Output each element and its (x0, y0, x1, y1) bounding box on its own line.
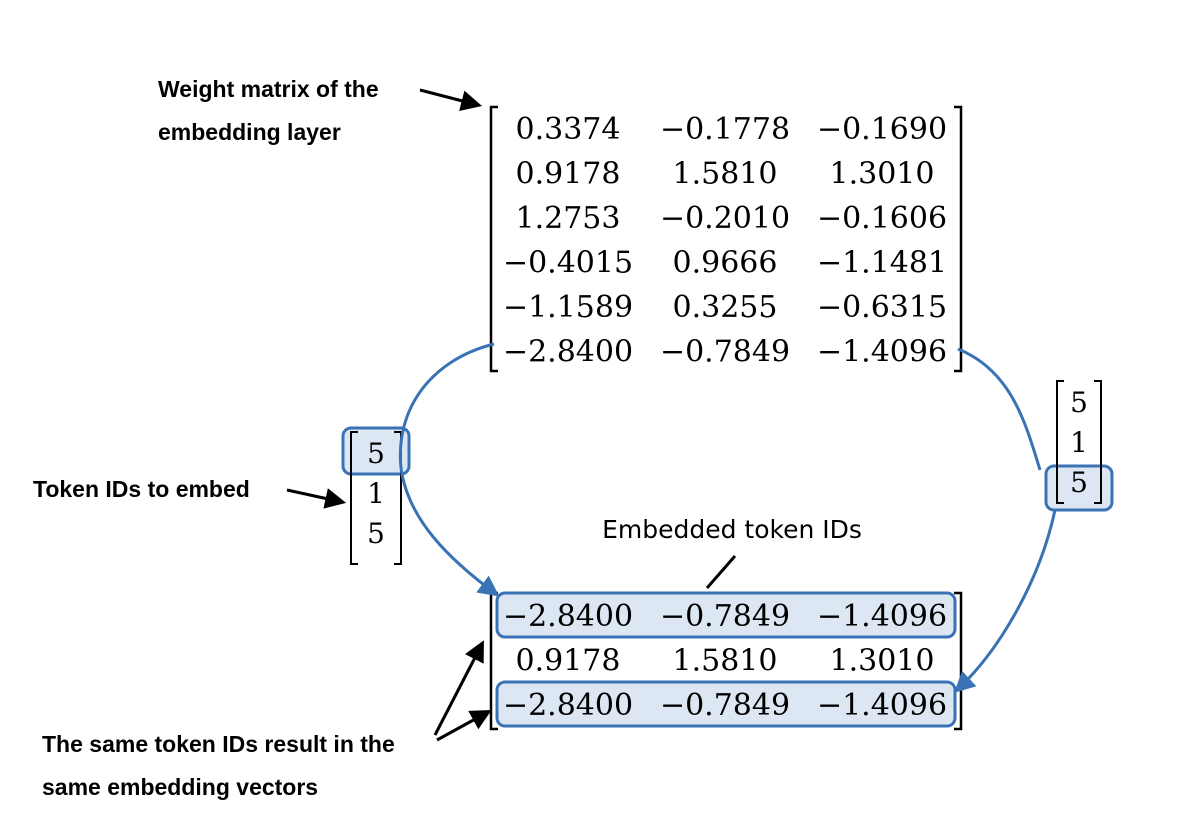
weight-matrix-cell: −1.4096 (817, 335, 947, 370)
same-vectors-pointer-arrow-up (433, 640, 484, 736)
right-token-vector-left-bracket (1056, 380, 1064, 504)
weight-matrix-left-bracket (489, 105, 498, 373)
right-token-id-vector: 5 1 5 (1070, 386, 1088, 499)
weight-matrix-cell: 0.3255 (673, 290, 778, 325)
token-vector-left-bracket (350, 431, 358, 565)
embedded-matrix-cell: −2.8400 (503, 688, 633, 723)
weight-matrix-cell: 0.3374 (516, 112, 621, 147)
embedded-matrix-cell: 0.9178 (516, 644, 621, 679)
weight-matrix-right-bracket (954, 105, 963, 373)
embedded-matrix-cell: −2.8400 (503, 599, 633, 634)
weight-matrix-cell: 1.5810 (673, 157, 778, 192)
lookup-arrow-left (398, 342, 500, 597)
weight-matrix-cell: 1.3010 (830, 157, 935, 192)
token-id-cell: 5 (367, 437, 385, 470)
weight-matrix-cell: −0.7849 (660, 335, 790, 370)
weight-matrix-pointer-arrow (419, 88, 483, 111)
weight-matrix-annotation-line1: Weight matrix of the (158, 76, 379, 102)
embedded-matrix-right-bracket (954, 591, 963, 731)
same-vectors-pointer-arrow-right (436, 709, 492, 742)
weight-matrix-cell: −1.1589 (503, 290, 633, 325)
embedded-matrix-cell: −0.7849 (660, 688, 790, 723)
embedded-row-highlight-bottom (495, 680, 957, 728)
right-token-id-cell: 5 (1070, 466, 1088, 499)
embedded-matrix-cell: −1.4096 (817, 599, 947, 634)
weight-matrix-cell: −0.1606 (817, 201, 947, 236)
token-vector-right-bracket (394, 431, 402, 565)
weight-matrix-cell: 0.9178 (516, 157, 621, 192)
weight-matrix-cell: 1.2753 (516, 201, 621, 236)
token-id-cell: 5 (367, 517, 385, 550)
embedded-matrix: −2.8400 −0.7849 −1.4096 0.9178 1.5810 1.3010 −… (503, 599, 947, 723)
embedded-matrix-cell: 1.3010 (830, 644, 935, 679)
weight-matrix-cell: −0.4015 (503, 246, 633, 281)
token-id-vector: 5 1 5 (367, 437, 385, 550)
embedded-matrix-cell: −1.4096 (817, 688, 947, 723)
weight-matrix-cell: 0.9666 (673, 246, 778, 281)
weight-matrix-cell: −0.1778 (660, 112, 790, 147)
weight-matrix-cell: −0.6315 (817, 290, 947, 325)
embedded-matrix-cell: 1.5810 (673, 644, 778, 679)
weight-matrix-cell: −0.2010 (660, 201, 790, 236)
weight-matrix-cell: −1.1481 (817, 246, 947, 281)
weight-matrix-cell: −2.8400 (503, 335, 633, 370)
right-token-vector-right-bracket (1094, 380, 1102, 504)
token-id-cell: 1 (367, 477, 385, 510)
embedded-row-highlight-top (495, 591, 957, 639)
same-vectors-annotation-line2: same embedding vectors (42, 774, 318, 800)
token-ids-annotation: Token IDs to embed (33, 476, 250, 502)
lookup-arrow-right-lower (953, 509, 1057, 693)
weight-matrix-cell: −0.1690 (817, 112, 947, 147)
right-token-id-cell: 1 (1070, 426, 1088, 459)
same-vectors-annotation-line1: The same token IDs result in the (42, 731, 395, 757)
token-ids-pointer-arrow (286, 488, 347, 509)
embedded-label-pointer (705, 555, 737, 589)
token-id-highlight-top (341, 426, 411, 476)
weight-matrix-annotation-line2: embedding layer (158, 119, 341, 145)
lookup-arrow-right (957, 347, 1042, 471)
weight-matrix: 0.3374 −0.1778 −0.1690 0.9178 1.5810 1.3010 1.… (503, 112, 947, 370)
embedded-matrix-cell: −0.7849 (660, 599, 790, 634)
embedded-token-ids-label: Embedded token IDs (602, 515, 862, 544)
right-token-id-highlight (1044, 464, 1114, 512)
right-token-id-cell: 5 (1070, 386, 1088, 419)
